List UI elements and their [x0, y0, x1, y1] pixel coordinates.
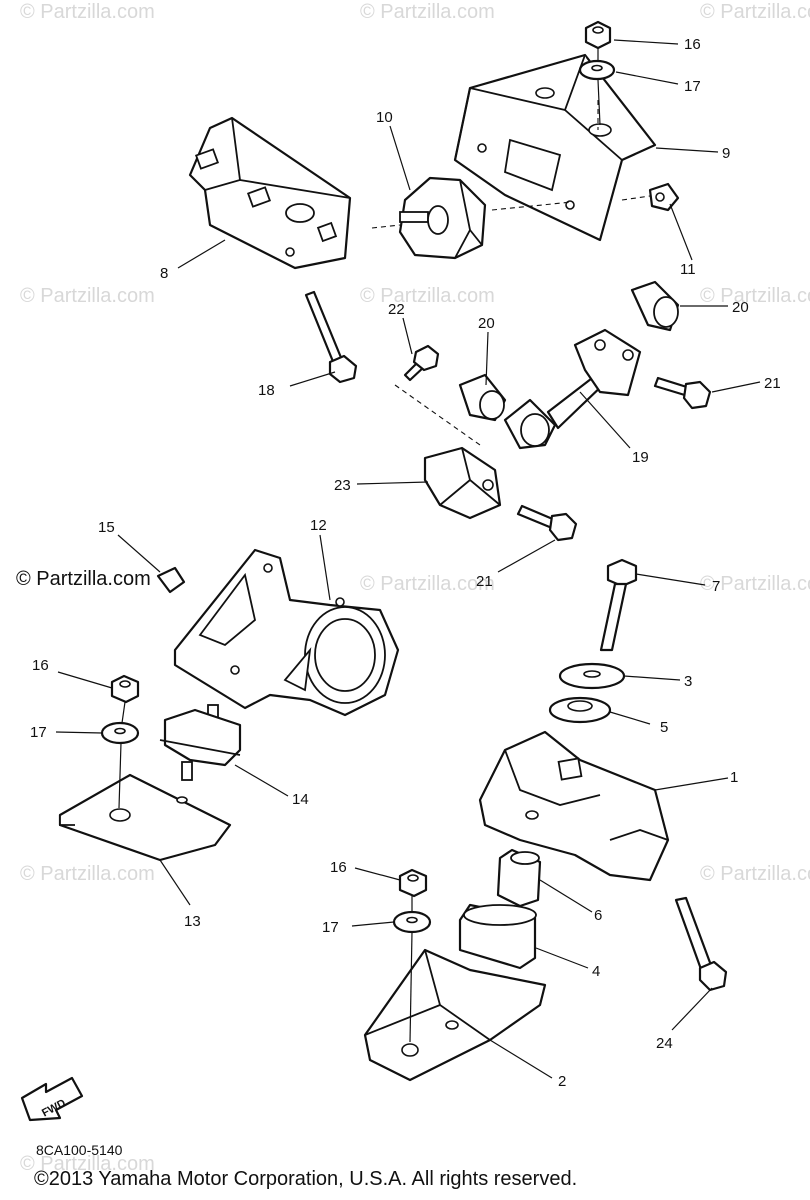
- part-19-link: [503, 328, 642, 450]
- part-23-bracket: [423, 446, 502, 520]
- callout-20: 20: [732, 299, 749, 316]
- diagram-code: 8CA100-5140: [36, 1142, 123, 1158]
- watermark: © Partzilla.com: [20, 863, 155, 885]
- part-11-collar: [648, 182, 680, 212]
- partzilla-watermark: © Partzilla.com: [16, 568, 151, 590]
- watermark: © Partzilla.com: [700, 573, 810, 595]
- callout-23: 23: [334, 477, 351, 494]
- part-8-bracket: [188, 116, 352, 270]
- callout-19: 19: [632, 449, 649, 466]
- callout-4: 4: [592, 963, 600, 980]
- watermark: © Partzilla.com: [360, 285, 495, 307]
- part-10-mount: [398, 176, 487, 260]
- watermark: © Partzilla.com: [20, 285, 155, 307]
- guide-line: [118, 742, 122, 809]
- guide-line: [409, 931, 413, 1043]
- watermark: © Partzilla.com: [700, 863, 810, 885]
- callout-24: 24: [656, 1035, 673, 1052]
- callout-18: 18: [258, 382, 275, 399]
- part-21-bolt-mid: [516, 504, 578, 542]
- callout-7: 7: [712, 578, 720, 595]
- fwd-arrow-icon: FWD: [20, 1076, 84, 1122]
- part-13-plate: [58, 773, 232, 862]
- part-6-sleeve: [496, 848, 542, 908]
- part-21-bolt-top: [653, 376, 712, 410]
- callout-6: 6: [594, 907, 602, 924]
- part-20-bushing-right: [630, 280, 680, 332]
- callout-20: 20: [478, 315, 495, 332]
- part-16-nut-left: [110, 674, 140, 704]
- part-18-bolt: [304, 290, 358, 384]
- part-15-clip: [156, 566, 186, 594]
- part-20-bushing: [458, 373, 507, 422]
- callout-17: 17: [322, 919, 339, 936]
- callout-2: 2: [558, 1073, 566, 1090]
- callout-11: 11: [680, 261, 696, 278]
- callout-10: 10: [376, 109, 393, 126]
- part-12-bracket: [173, 548, 400, 717]
- callout-5: 5: [660, 719, 668, 736]
- leader-lines: [55, 39, 761, 1079]
- callout-15: 15: [98, 519, 115, 536]
- callout-21: 21: [764, 375, 781, 392]
- part-1-bracket: [478, 730, 670, 882]
- watermark: © Partzilla.com: [700, 285, 810, 307]
- part-22-bolt: [403, 344, 440, 382]
- callout-13: 13: [184, 913, 201, 930]
- callout-16: 16: [32, 657, 49, 674]
- part-3-washer: [558, 662, 626, 690]
- part-4-bushing: [458, 903, 537, 970]
- callout-numbers: 16 17 9 10 11 8 18 22 20 20 21 19 23 21 …: [30, 36, 781, 1090]
- part-14-mount: [159, 704, 242, 781]
- part-16-nut-top: [584, 20, 612, 50]
- copyright-notice: ©2013 Yamaha Motor Corporation, U.S.A. A…: [34, 1168, 578, 1190]
- watermark: © Partzilla.com: [700, 1, 810, 23]
- part-24-bolt: [674, 896, 728, 992]
- alignment-line: [491, 201, 573, 211]
- callout-8: 8: [160, 265, 168, 282]
- callout-1: 1: [730, 769, 738, 786]
- callout-21: 21: [476, 573, 493, 590]
- watermarks: © Partzilla.com © Partzilla.com © Partzi…: [20, 1, 810, 1175]
- guide-line: [121, 701, 126, 724]
- callout-22: 22: [388, 301, 405, 318]
- watermark: © Partzilla.com: [20, 1, 155, 23]
- part-17-washer-left: [100, 721, 140, 745]
- callout-16: 16: [330, 859, 347, 876]
- part-2-bracket: [363, 948, 547, 1082]
- part-5-washer: [548, 696, 612, 724]
- callout-3: 3: [684, 673, 692, 690]
- alignment-line: [371, 224, 401, 229]
- callout-14: 14: [292, 791, 309, 808]
- part-16-nut-lower: [398, 868, 428, 898]
- part-17-washer-lower: [392, 910, 432, 934]
- part-17-washer-top: [578, 59, 616, 81]
- callout-9: 9: [722, 145, 730, 162]
- alignment-line: [621, 195, 651, 201]
- guide-line: [597, 79, 601, 126]
- part-7-bolt: [599, 558, 638, 652]
- callout-12: 12: [310, 517, 327, 534]
- callout-17: 17: [684, 78, 701, 95]
- callout-17: 17: [30, 724, 47, 741]
- watermark: © Partzilla.com: [360, 1, 495, 23]
- callout-16: 16: [684, 36, 701, 53]
- watermark: © Partzilla.com: [360, 573, 495, 595]
- watermark: © Partzilla.com: [20, 1153, 155, 1175]
